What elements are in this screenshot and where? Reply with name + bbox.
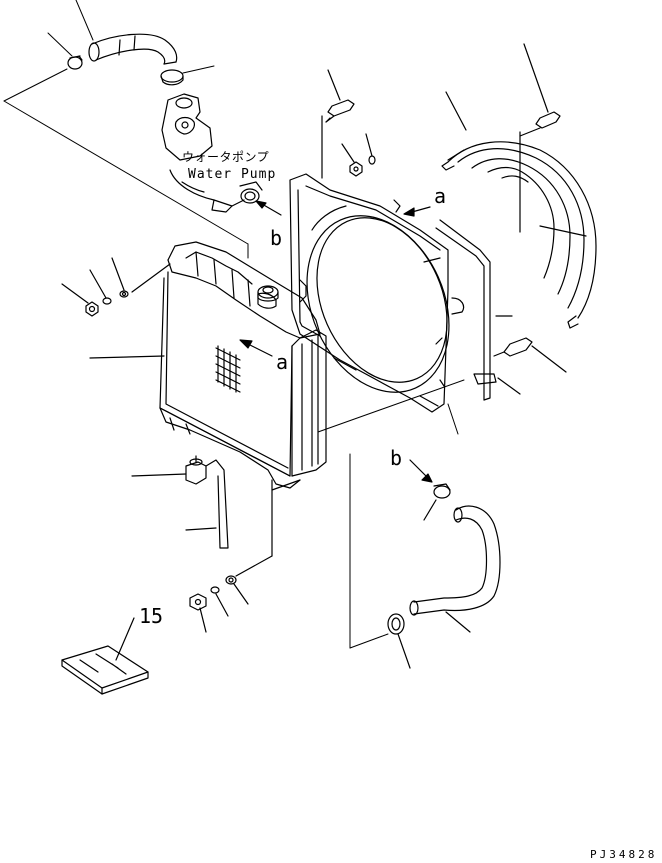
- water-pump-label-jp: ウォータポンプ: [182, 150, 270, 164]
- ref-a-lower-label: a: [276, 350, 289, 374]
- upper-hose-clamp: [67, 55, 83, 70]
- part-15-plate: [61, 617, 149, 695]
- drawing-code-label: PJ34828: [590, 848, 658, 861]
- lower-hose-clamp-bottom: [387, 613, 411, 669]
- fan-guard: [441, 131, 597, 329]
- radiator: [159, 241, 327, 489]
- guard-bolt: [519, 43, 561, 137]
- ref-a-upper-label: a: [434, 184, 447, 208]
- water-pump-label-en: Water Pump: [188, 167, 277, 182]
- guard-leader: [445, 91, 467, 131]
- drain-hose: [185, 459, 229, 549]
- stay-bolt: [493, 337, 567, 373]
- bottom-hardware: [189, 479, 301, 633]
- arrow-b-lower: [409, 459, 433, 483]
- arrow-a-lower: [239, 339, 273, 357]
- upper-hose: [88, 33, 178, 65]
- center-leaders: [317, 379, 465, 649]
- lower-hose: [409, 505, 501, 633]
- shroud-bolt: [325, 69, 355, 123]
- arrow-b-upper: [255, 200, 282, 216]
- arrow-a-upper: [403, 206, 431, 217]
- lower-hose-clamp-top: [423, 483, 451, 521]
- water-pump: [161, 93, 263, 213]
- part-number-label: 15: [139, 604, 164, 628]
- ref-b-upper-label: b: [270, 226, 283, 250]
- fan-shroud: [289, 173, 465, 413]
- ref-b-lower-label: b: [390, 446, 403, 470]
- drain-cock: [131, 455, 207, 485]
- leader-lines: [3, 0, 249, 259]
- shroud-nut: [341, 133, 376, 177]
- left-hardware: [61, 257, 171, 359]
- water-pump-clamp: [160, 69, 184, 86]
- stay-rod: [435, 219, 521, 401]
